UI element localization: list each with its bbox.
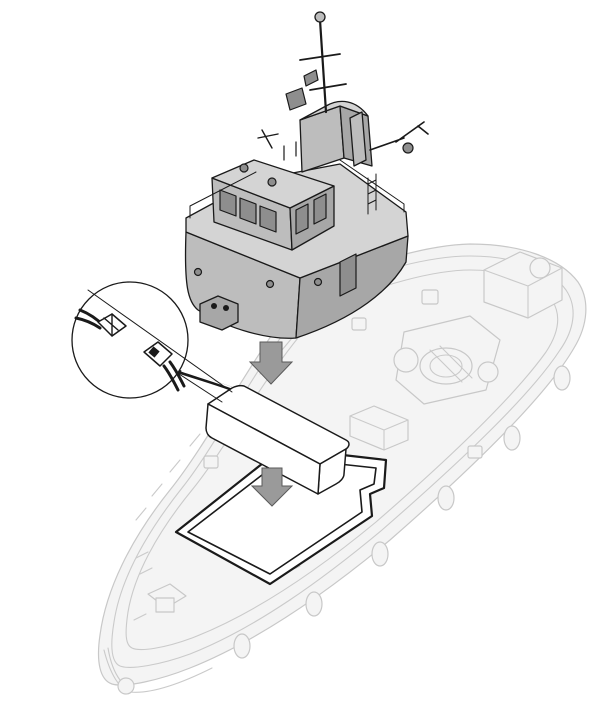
arrow-down-upper bbox=[248, 341, 294, 385]
tyre-fender bbox=[437, 485, 455, 511]
tyre-fender bbox=[503, 425, 521, 451]
tyre-fender bbox=[305, 591, 323, 617]
yardarm bbox=[299, 53, 347, 91]
bow-fender bbox=[117, 677, 135, 695]
plug-socket bbox=[211, 303, 217, 309]
deck-rail bbox=[189, 159, 405, 219]
connector-female bbox=[143, 341, 173, 367]
connector-callout bbox=[71, 281, 233, 403]
plug-block bbox=[199, 295, 239, 331]
tyre-fender bbox=[553, 365, 571, 391]
battery-top bbox=[207, 384, 350, 465]
tyre-fender bbox=[371, 541, 389, 567]
antenna-light bbox=[402, 142, 414, 154]
plug-socket bbox=[223, 305, 229, 311]
porthole bbox=[193, 267, 203, 277]
side-door bbox=[339, 253, 357, 297]
arrow-down-lower bbox=[250, 467, 294, 507]
callout-circle bbox=[71, 281, 189, 399]
battery-front bbox=[317, 448, 347, 495]
battery-pack bbox=[178, 370, 350, 495]
exhaust-stack bbox=[349, 111, 367, 167]
porthole bbox=[313, 277, 323, 287]
aft-winch bbox=[393, 315, 501, 405]
stern-hatch bbox=[529, 257, 551, 279]
roof-fittings bbox=[239, 129, 297, 187]
mast-pole bbox=[318, 18, 328, 114]
antenna bbox=[369, 121, 429, 151]
side-ladder bbox=[367, 173, 377, 215]
stern-housing-top bbox=[483, 267, 563, 319]
superstructure bbox=[184, 11, 429, 339]
callout-leader bbox=[87, 289, 233, 403]
tyre-fenders bbox=[233, 365, 571, 659]
battery-side bbox=[205, 403, 321, 495]
mast-tower-top bbox=[299, 100, 369, 121]
bow-equipment bbox=[133, 551, 187, 621]
wheelhouse-windows bbox=[219, 189, 327, 235]
mast-top-light bbox=[314, 11, 326, 23]
port-rail bbox=[135, 337, 293, 521]
bow-bumper bbox=[107, 647, 121, 681]
porthole bbox=[265, 279, 275, 289]
tyre-fender bbox=[233, 633, 251, 659]
